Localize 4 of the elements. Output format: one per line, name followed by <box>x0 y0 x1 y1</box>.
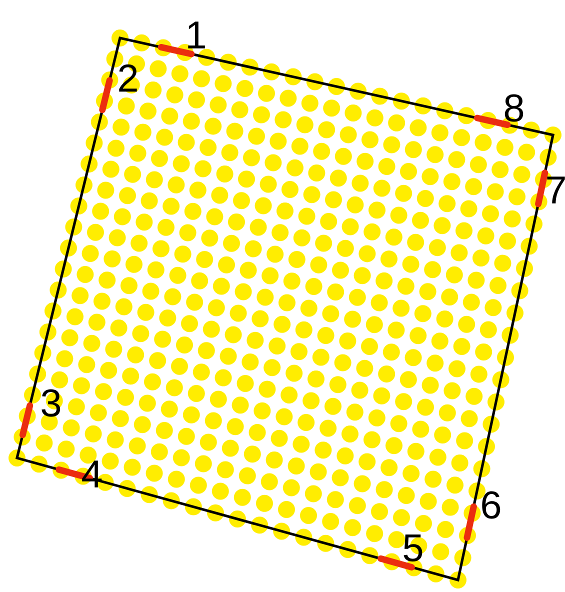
callout-number: 1 <box>188 22 205 48</box>
callout-number: 7 <box>547 176 565 204</box>
callout-number: 8 <box>504 94 524 122</box>
callout-number: 6 <box>482 491 500 519</box>
